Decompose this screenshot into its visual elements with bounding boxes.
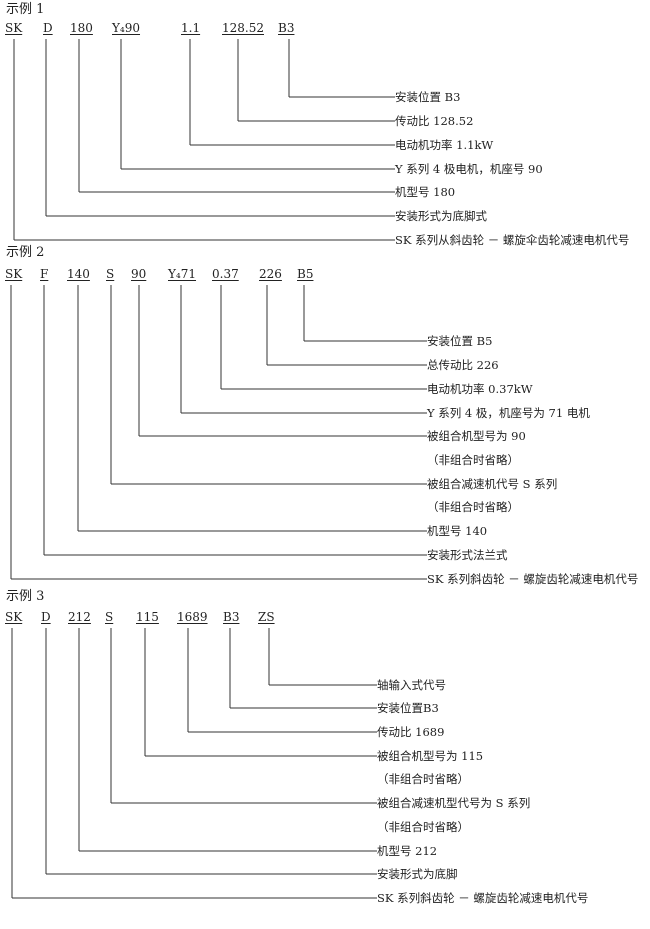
code-ratio: 226 [259,267,282,281]
code-model: 180 [70,21,93,35]
example-1-title: 示例 1 [6,2,45,17]
code-combined-series: S [106,267,115,281]
desc-motor: Y 系列 4 极，机座号为 71 电机 [427,406,590,420]
desc-note: （非组合时省略） [377,820,469,834]
desc-position: 安装位置B3 [377,701,439,715]
example-3-leaders [11,628,377,899]
code-ratio: 1689 [177,610,208,624]
code-series: SK [5,610,23,624]
code-position: B3 [278,21,295,35]
desc-power: 电动机功率 1.1kW [395,138,494,152]
desc-combined-model: 被组合机型号为 90 [427,429,526,443]
desc-model: 机型号 212 [377,844,438,858]
example-1-leaders [13,39,395,241]
desc-combined-series: 被组合减速机代号 S 系列 [427,477,558,491]
example-2-leaders [10,285,427,580]
code-combined-series: S [105,610,114,624]
code-series: SK [5,267,23,281]
desc-combined-series: 被组合减速机型代号为 S 系列 [377,796,531,810]
desc-mount-type: 安装形式法兰式 [427,548,508,562]
desc-ratio: 传动比 1689 [377,725,445,739]
desc-position: 安装位置 B5 [427,334,493,348]
desc-model: 机型号 140 [427,524,488,538]
code-mount-type: D [41,610,51,624]
code-input-shaft: ZS [258,610,275,624]
desc-combined-model: 被组合机型号为 115 [377,749,484,763]
code-power: 1.1 [181,21,201,35]
desc-position: 安装位置 B3 [395,90,461,104]
code-model: 212 [68,610,91,624]
code-series: SK [5,21,23,35]
desc-input-shaft: 轴输入式代号 [377,678,446,692]
code-model: 140 [67,267,90,281]
code-position: B3 [223,610,240,624]
desc-motor: Y 系列 4 极电机，机座号 90 [395,162,543,176]
code-combined-model: 115 [136,610,159,624]
code-mount-type: F [40,267,49,281]
desc-series: SK 系列斜齿轮 － 螺旋齿轮减速电机代号 [427,572,639,586]
desc-ratio: 总传动比 226 [427,358,499,372]
example-3-title: 示例 3 [6,589,45,604]
example-2-title: 示例 2 [6,245,45,260]
desc-series: SK 系列斜齿轮 － 螺旋齿轮减速电机代号 [377,891,589,905]
desc-note: （非组合时省略） [427,453,519,467]
code-mount-type: D [43,21,53,35]
code-power: 0.37 [212,267,239,281]
desc-ratio: 传动比 128.52 [395,114,474,128]
desc-power: 电动机功率 0.37kW [427,382,533,396]
code-ratio: 128.52 [222,21,264,35]
code-position: B5 [297,267,314,281]
desc-mount-type: 安装形式为底脚式 [395,209,487,223]
code-motor: Y₄71 [168,267,197,281]
desc-note: （非组合时省略） [377,772,469,786]
code-combined-model: 90 [131,267,147,281]
desc-series: SK 系列从斜齿轮 － 螺旋伞齿轮减速电机代号 [395,233,630,247]
desc-model: 机型号 180 [395,185,456,199]
desc-note: （非组合时省略） [427,500,519,514]
desc-mount-type: 安装形式为底脚 [377,867,458,881]
code-motor: Y₄90 [112,21,141,35]
